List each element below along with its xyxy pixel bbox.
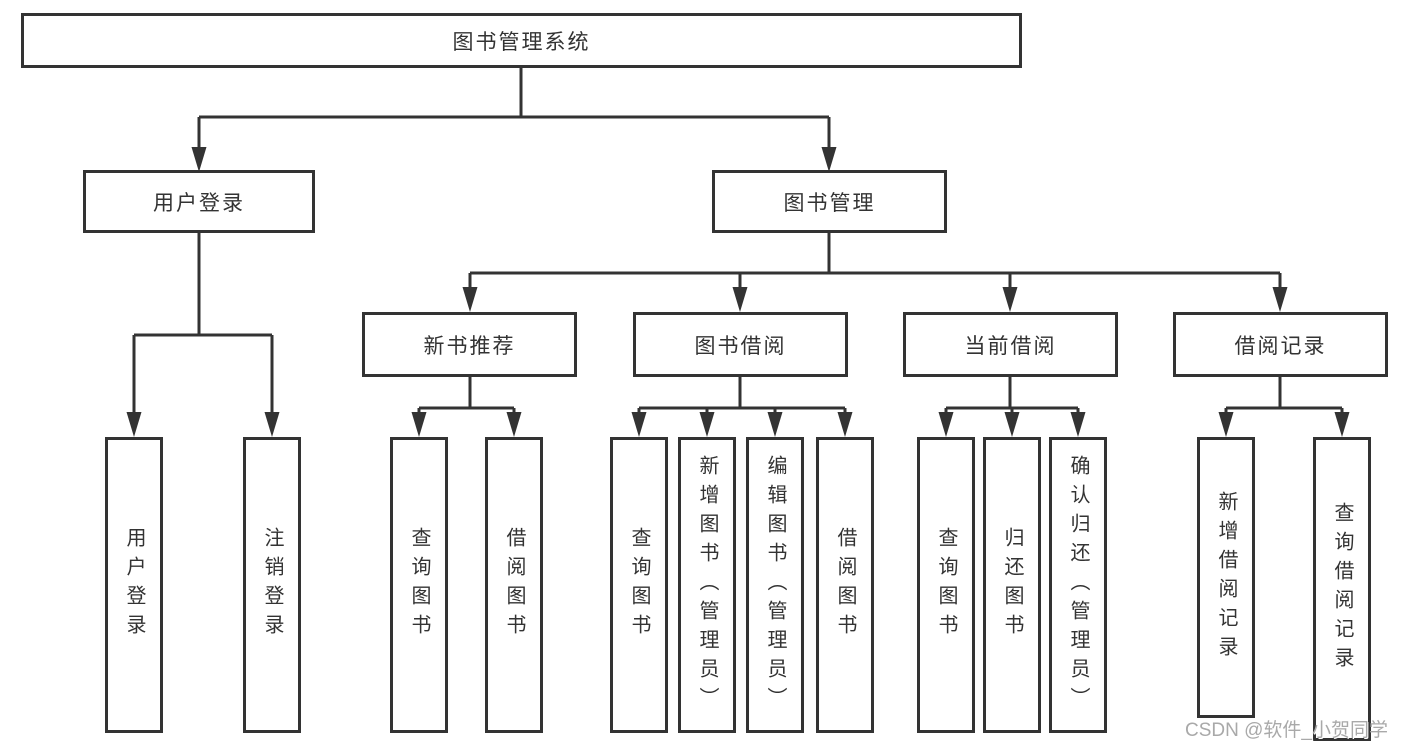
leaf-label: 借阅图书 [834,527,856,643]
node-book-borrowing: 图书借阅 [633,312,848,377]
node-label: 图书管理 [783,191,876,215]
node-label: 用户登录 [153,191,245,215]
leaf-add-books-admin: 新增图书（管理员） [678,437,736,733]
node-label: 图书借阅 [694,334,787,358]
leaf-confirm-return-admin: 确认归还（管理员） [1049,437,1107,733]
leaf-label: 编辑图书（管理员） [764,454,786,716]
node-label: 借阅记录 [1234,334,1327,358]
node-book-management: 图书管理 [712,170,947,233]
leaf-label: 归还图书 [1001,527,1023,643]
leaf-return-books: 归还图书 [983,437,1041,733]
leaf-query-books-borrowing: 查询图书 [610,437,668,733]
node-borrowing-records: 借阅记录 [1173,312,1388,377]
leaf-label: 查询图书 [628,527,650,643]
leaf-add-borrow-record: 新增借阅记录 [1197,437,1255,718]
node-label: 新书推荐 [423,334,516,358]
node-user-login: 用户登录 [83,170,315,233]
leaf-edit-books-admin: 编辑图书（管理员） [746,437,804,733]
leaf-label: 查询图书 [935,527,957,643]
leaf-label: 注销登录 [261,527,283,643]
leaf-borrow-books-borrowing: 借阅图书 [816,437,874,733]
leaf-query-borrow-record: 查询借阅记录 [1313,437,1371,741]
node-label: 图书管理系统 [452,30,591,54]
csdn-watermark: CSDN @软件_小贺同学 [1185,720,1388,741]
leaf-label: 查询图书 [408,527,430,643]
leaf-label: 新增图书（管理员） [696,454,718,716]
node-label: 当前借阅 [964,334,1057,358]
node-library-management-system: 图书管理系统 [21,13,1022,68]
leaf-label: 用户登录 [123,527,145,643]
leaf-query-books-recommend: 查询图书 [390,437,448,733]
leaf-borrow-books-recommend: 借阅图书 [485,437,543,733]
node-current-borrowing: 当前借阅 [903,312,1118,377]
leaf-query-books-current: 查询图书 [917,437,975,733]
leaf-label: 新增借阅记录 [1215,490,1237,665]
leaf-user-login: 用户登录 [105,437,163,733]
leaf-logout: 注销登录 [243,437,301,733]
leaf-label: 查询借阅记录 [1331,502,1353,676]
arrowheads [126,147,1350,437]
leaf-label: 借阅图书 [503,527,525,643]
node-new-book-recommend: 新书推荐 [362,312,577,377]
leaf-label: 确认归还（管理员） [1067,454,1089,716]
